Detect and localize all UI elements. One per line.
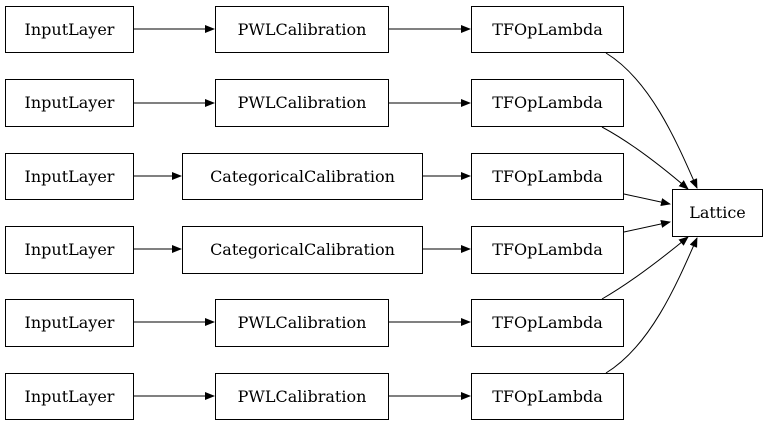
input-layer-label-1: InputLayer <box>24 19 115 39</box>
input-layer-label-5: InputLayer <box>24 313 115 332</box>
input-layer-label-6: InputLayer <box>24 386 115 406</box>
edge-lambda-to-lattice-6 <box>605 237 698 374</box>
input-layer-node-1: InputLayer <box>5 6 134 53</box>
calibration-node-6: PWLCalibration <box>215 373 389 420</box>
tfoplambda-label-4: TFOpLambda <box>492 240 603 259</box>
calibration-label-3: CategoricalCalibration <box>210 166 395 186</box>
edge-lambda-to-lattice-5 <box>601 236 689 300</box>
input-layer-node-2: InputLayer <box>5 79 134 127</box>
tfoplambda-node-5: TFOpLambda <box>471 299 624 347</box>
tfoplambda-node-1: TFOpLambda <box>471 6 624 53</box>
input-layer-node-5: InputLayer <box>5 299 134 347</box>
lattice-label: Lattice <box>689 203 746 222</box>
tfoplambda-node-3: TFOpLambda <box>471 153 624 200</box>
lattice-node: Lattice <box>672 189 763 237</box>
calibration-node-1: PWLCalibration <box>215 6 389 53</box>
calibration-label-2: PWLCalibration <box>237 93 367 112</box>
input-layer-node-4: InputLayer <box>5 226 134 274</box>
edge-lambda-to-lattice-2 <box>601 126 689 190</box>
input-layer-label-3: InputLayer <box>24 166 115 186</box>
calibration-label-1: PWLCalibration <box>237 19 367 39</box>
calibration-node-4: CategoricalCalibration <box>182 226 423 274</box>
tfoplambda-node-4: TFOpLambda <box>471 226 624 274</box>
tfoplambda-label-1: TFOpLambda <box>492 19 603 39</box>
input-layer-node-3: InputLayer <box>5 153 134 200</box>
tfoplambda-label-2: TFOpLambda <box>492 93 603 112</box>
edge-lambda-to-lattice-1 <box>605 52 698 189</box>
edge-lambda-to-lattice-4 <box>623 220 671 233</box>
calibration-node-3: CategoricalCalibration <box>182 153 423 200</box>
calibration-node-5: PWLCalibration <box>215 299 389 347</box>
calibration-node-2: PWLCalibration <box>215 79 389 127</box>
calibration-label-4: CategoricalCalibration <box>210 240 395 259</box>
input-layer-label-4: InputLayer <box>24 240 115 259</box>
tfoplambda-label-3: TFOpLambda <box>492 166 603 186</box>
input-layer-node-6: InputLayer <box>5 373 134 420</box>
tfoplambda-label-5: TFOpLambda <box>492 313 603 332</box>
input-layer-label-2: InputLayer <box>24 93 115 112</box>
tfoplambda-label-6: TFOpLambda <box>492 386 603 406</box>
edge-lambda-to-lattice-3 <box>623 193 671 206</box>
tfoplambda-node-2: TFOpLambda <box>471 79 624 127</box>
tfoplambda-node-6: TFOpLambda <box>471 373 624 420</box>
calibration-label-5: PWLCalibration <box>237 313 367 332</box>
calibration-label-6: PWLCalibration <box>237 386 367 406</box>
